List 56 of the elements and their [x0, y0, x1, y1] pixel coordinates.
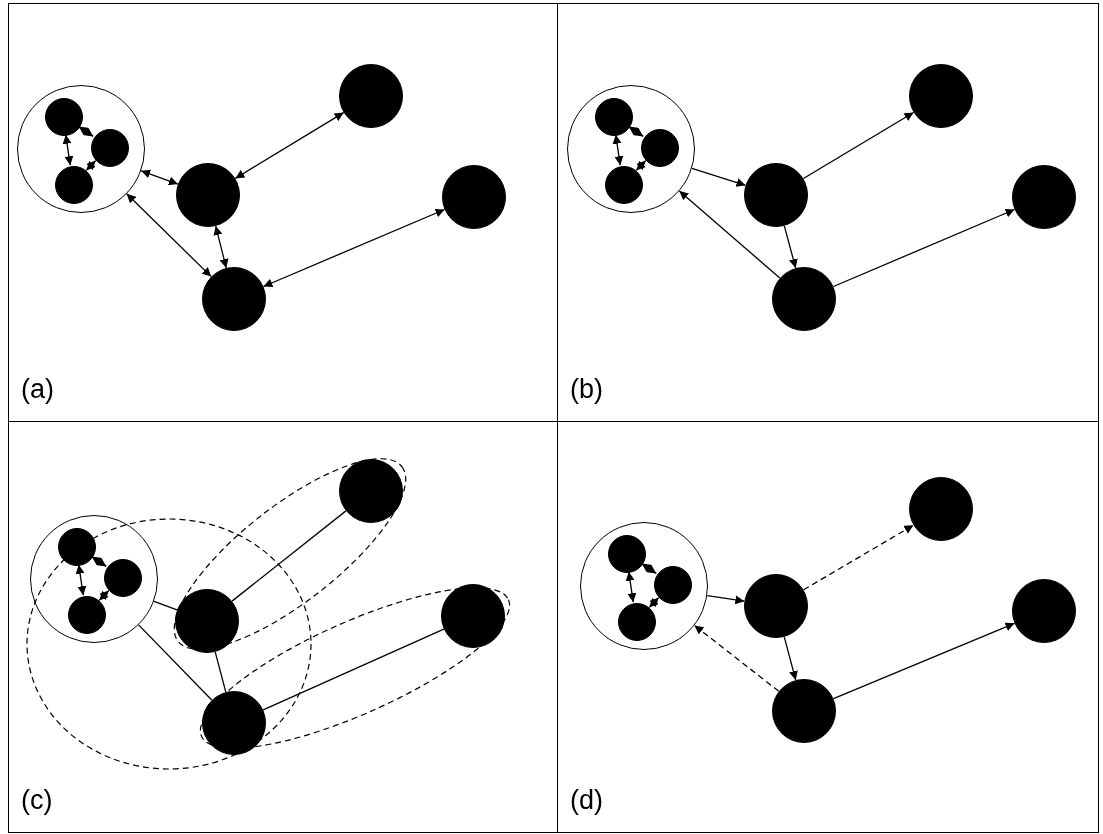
- arrow: [648, 596, 660, 609]
- node-circle: [618, 603, 656, 641]
- arrow: [635, 159, 647, 172]
- diagram-panel: [8, 3, 558, 422]
- connector-line: [153, 600, 178, 611]
- arrow: [691, 167, 747, 187]
- arrow: [234, 111, 345, 180]
- arrow: [641, 562, 657, 575]
- arrow: [98, 589, 110, 602]
- node-circle: [339, 459, 403, 523]
- connector-line: [214, 651, 227, 693]
- arrow: [678, 190, 781, 279]
- panel-label: (c): [21, 785, 53, 816]
- arrow: [612, 134, 624, 166]
- node-circle: [55, 166, 93, 204]
- arrow: [783, 636, 798, 681]
- arrow: [802, 524, 915, 591]
- connector-line: [231, 510, 347, 602]
- arrow: [75, 564, 87, 596]
- arrow: [62, 134, 74, 166]
- arrow: [78, 125, 94, 138]
- arrow: [628, 125, 644, 138]
- arrow: [91, 555, 107, 568]
- node-circle: [595, 98, 633, 136]
- arrow: [693, 624, 780, 692]
- arrow: [783, 225, 798, 269]
- node-circle: [641, 129, 679, 167]
- panel-label: (d): [570, 785, 603, 816]
- diagram-panel: [557, 421, 1099, 833]
- node-circle: [45, 98, 83, 136]
- node-circle: [68, 596, 106, 634]
- node-circle: [58, 528, 96, 566]
- arrow: [832, 622, 1016, 700]
- node-circle: [104, 559, 142, 597]
- arrow: [625, 571, 637, 603]
- node-circle: [202, 267, 266, 331]
- panel-label: (b): [570, 374, 603, 405]
- node-circle: [202, 691, 266, 755]
- connector-line: [262, 628, 445, 711]
- arrow: [832, 208, 1016, 288]
- diagram-panel: [8, 421, 558, 833]
- node-circle: [605, 166, 643, 204]
- arrow: [802, 111, 915, 180]
- arrow: [85, 159, 97, 172]
- arrow: [262, 208, 446, 288]
- arrow: [706, 594, 745, 605]
- node-circle: [175, 589, 239, 653]
- panel-label: (a): [21, 374, 54, 405]
- arrow: [140, 169, 179, 186]
- diagram-panel: [557, 3, 1099, 422]
- node-circle: [654, 566, 692, 604]
- node-circle: [91, 129, 129, 167]
- arrow: [213, 225, 229, 269]
- connector-line: [137, 624, 213, 701]
- arrow: [126, 193, 212, 278]
- node-circle: [608, 535, 646, 573]
